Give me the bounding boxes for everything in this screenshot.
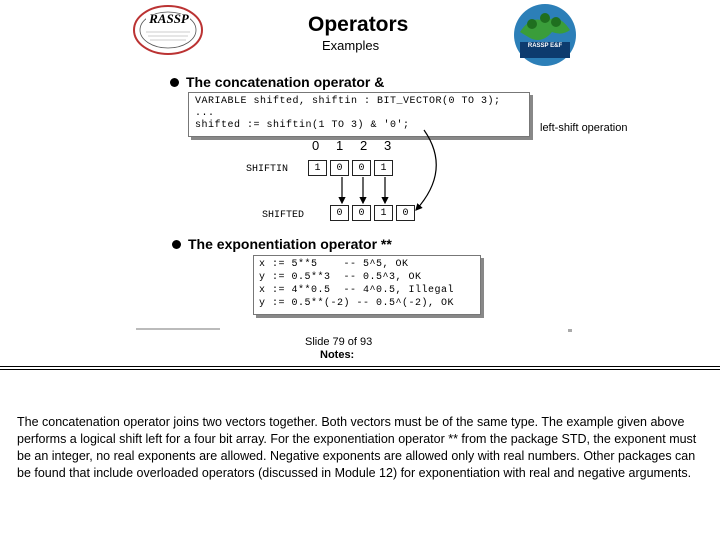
concat-heading-text: The concatenation operator & — [186, 74, 385, 90]
expo-code-line: y := 0.5**3 -- 0.5^3, OK — [259, 272, 422, 283]
shiftin-bit: 1 — [308, 160, 327, 176]
bit-index: 3 — [384, 138, 392, 153]
expo-code-line: x := 5**5 -- 5^5, OK — [259, 259, 409, 270]
bullet-dot — [170, 77, 179, 87]
shiftin-bit: 0 — [330, 160, 349, 176]
shifted-bit: 0 — [330, 205, 349, 221]
rassp-ef-logo: RASSP E&F — [512, 2, 578, 68]
slide-counter: Slide 79 of 93 — [305, 336, 373, 348]
concat-code-line: shifted := shiftin(1 TO 3) & '0'; — [195, 120, 410, 131]
notes-label: Notes: — [320, 349, 355, 361]
page-mark — [568, 329, 572, 332]
slide-subtitle: Examples — [322, 38, 380, 53]
shiftin-bit: 0 — [352, 160, 371, 176]
slide-title: Operators — [308, 13, 409, 36]
notes-divider — [0, 366, 720, 367]
rassp-logo-text: RASSP — [149, 11, 189, 26]
rassp-ef-logo-text: RASSP E&F — [527, 43, 563, 49]
expo-code-line: x := 4**0.5 -- 4^0.5, Illegal — [259, 285, 455, 296]
copyright-mark — [136, 328, 220, 330]
rassp-logo: RASSP — [132, 2, 204, 58]
shiftin-bit: 1 — [374, 160, 393, 176]
concat-code-line: ... — [195, 108, 215, 119]
shifted-bit: 1 — [374, 205, 393, 221]
shiftin-label: SHIFTIN — [246, 164, 289, 175]
notes-text: The concatenation operator joins two vec… — [17, 415, 697, 480]
bit-index: 1 — [336, 138, 344, 153]
concat-code-box: VARIABLE shifted, shiftin : BIT_VECTOR(0… — [188, 92, 530, 137]
shift-annotation: left-shift operation — [540, 122, 628, 134]
expo-heading-text: The exponentiation operator ** — [188, 236, 392, 252]
shifted-bit: 0 — [396, 205, 415, 221]
notes-divider — [0, 369, 720, 370]
shifted-bit: 0 — [352, 205, 371, 221]
concat-heading: The concatenation operator & — [170, 74, 384, 90]
bit-index: 2 — [360, 138, 368, 153]
bit-index: 0 — [312, 138, 320, 153]
zero-insert-arrow — [415, 129, 437, 211]
expo-code-box: x := 5**5 -- 5^5, OK y := 0.5**3 -- 0.5^… — [253, 255, 481, 315]
expo-code-line: y := 0.5**(-2) -- 0.5^(-2), OK — [259, 298, 455, 309]
concat-code-line: VARIABLE shifted, shiftin : BIT_VECTOR(0… — [195, 96, 501, 107]
expo-heading: The exponentiation operator ** — [172, 236, 392, 252]
shifted-label: SHIFTED — [262, 210, 305, 221]
bullet-dot — [172, 239, 181, 249]
